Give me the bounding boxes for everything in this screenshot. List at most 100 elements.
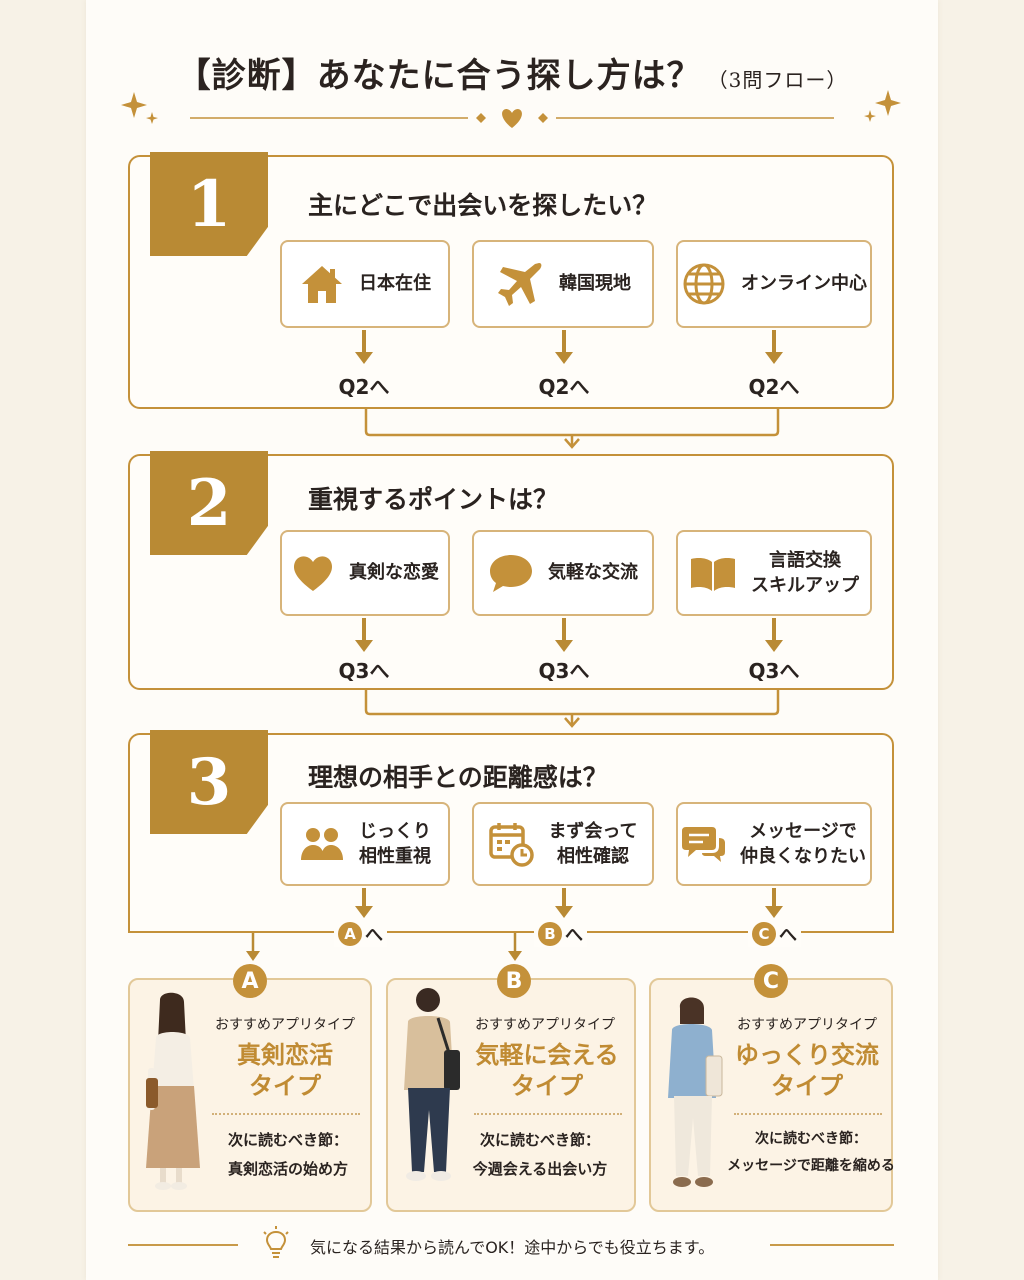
- letter-b-badge: B: [538, 922, 562, 946]
- result-b-divider: [474, 1113, 622, 1115]
- result-c-divider: [734, 1113, 882, 1115]
- result-c-type-line2: タイプ: [771, 1072, 843, 1101]
- q3-option-a[interactable]: じっくり相性重視: [280, 802, 450, 886]
- result-c-label: おすすめアプリタイプ: [737, 1017, 877, 1033]
- q1-arrow-1: [355, 330, 373, 364]
- q1-option-japan[interactable]: 日本在住: [280, 240, 450, 328]
- to-result-b-arrow: [508, 933, 522, 961]
- lightbulb-icon: [263, 1226, 289, 1258]
- footer-line-right: [770, 1244, 894, 1246]
- q2-option-language-line1: 言語交換: [769, 549, 841, 571]
- result-c-read-label: 次に読むべき節：: [755, 1131, 867, 1147]
- result-a-read: 次に読むべき節：真剣恋活の始め方: [188, 1126, 388, 1183]
- q1-option-online[interactable]: オンライン中心: [676, 240, 872, 328]
- book-icon: [691, 558, 735, 591]
- q1-next-1: Q2へ: [338, 375, 390, 399]
- q1-next-2: Q2へ: [538, 375, 590, 399]
- result-a-type-line1: 真剣恋活: [237, 1041, 333, 1069]
- question-1-text: 主にどこで出会いを探したい？: [308, 191, 658, 220]
- q3-option-a-line2: 相性重視: [359, 846, 431, 867]
- q3-next-a-suffix: へ: [365, 925, 383, 946]
- q3-option-c[interactable]: メッセージで仲良くなりたい: [676, 802, 872, 886]
- q2-next-2: Q3へ: [538, 659, 590, 683]
- man-bag-figure: [404, 988, 460, 1181]
- result-b-read: 次に読むべき節： 今週会える出会い方: [440, 1126, 640, 1183]
- result-a-divider: [212, 1113, 360, 1115]
- footer-text: 気になる結果から読んでOK！途中からでも役立ちます。: [310, 1238, 715, 1257]
- result-b-badge: B: [497, 964, 531, 998]
- q3-option-b-line2: 相性確認: [556, 846, 629, 867]
- q2-option-casual[interactable]: 気軽な交流: [472, 530, 654, 616]
- result-b-label: おすすめアプリタイプ: [475, 1017, 615, 1033]
- globe-icon: [683, 263, 725, 305]
- result-c-read: 次に読むべき節： メッセージで距離を縮める: [706, 1126, 916, 1179]
- letter-a-badge: A: [338, 922, 362, 946]
- q2-arrow-3: [765, 618, 783, 652]
- result-a-read-label: 次に読むべき節：: [227, 1131, 348, 1149]
- q3-arrow-1: [355, 888, 373, 918]
- q1-next-3: Q2へ: [748, 375, 800, 399]
- question-1-number: 1: [150, 152, 268, 256]
- result-b-type: 気軽に会えるタイプ: [452, 1040, 642, 1102]
- calendar-clock-icon: [489, 823, 535, 867]
- q2-option-serious-label: 真剣な恋愛: [349, 562, 439, 584]
- result-a-type: 真剣恋活タイプ: [190, 1040, 380, 1102]
- q2-arrow-2: [555, 618, 573, 652]
- q3-option-c-line2: 仲良くなりたい: [740, 846, 866, 867]
- house-icon: [302, 266, 342, 303]
- q3-option-a-line1: じっくり: [359, 820, 431, 842]
- q2-to-q3-connector: [364, 690, 780, 728]
- page-title: 【診断】あなたに合う探し方は？（3問フロー）: [0, 48, 1024, 97]
- result-b-read-target: 今週会える出会い方: [472, 1159, 608, 1178]
- result-a-type-line2: タイプ: [249, 1072, 321, 1101]
- question-2-number: 2: [150, 451, 268, 555]
- q2-next-1: Q3へ: [338, 659, 390, 683]
- q2-next-3: Q3へ: [748, 659, 800, 683]
- to-result-a-arrow: [246, 933, 260, 961]
- title-main: 【診断】あなたに合う探し方は？: [176, 56, 702, 96]
- q1-arrow-3: [765, 330, 783, 364]
- heart-icon: [293, 556, 333, 591]
- result-a-badge: A: [233, 964, 267, 998]
- sparkle-left-icon: [121, 92, 158, 124]
- q2-option-serious[interactable]: 真剣な恋愛: [280, 530, 450, 616]
- q2-option-casual-label: 気軽な交流: [548, 562, 638, 584]
- chat-icon: [682, 827, 725, 862]
- q3-option-a-label: じっくり相性重視: [359, 819, 431, 869]
- speech-bubble-icon: [490, 555, 532, 592]
- q3-option-b[interactable]: まず会って相性確認: [472, 802, 654, 886]
- q2-option-language-line2: スキルアップ: [751, 575, 859, 596]
- result-b-type-line2: タイプ: [511, 1072, 583, 1101]
- result-b-read-label: 次に読むべき節：: [479, 1131, 600, 1149]
- q3-arrow-2: [555, 888, 573, 918]
- sparkle-right-icon: [864, 90, 901, 122]
- woman-short-hair-figure: [668, 997, 723, 1187]
- q3-option-c-line1: メッセージで: [749, 820, 857, 842]
- airplane-icon: [498, 263, 542, 306]
- question-2-text: 重視するポイントは？: [308, 485, 559, 514]
- footer-line-left: [128, 1244, 238, 1246]
- question-3-text: 理想の相手との距離感は？: [308, 763, 608, 792]
- result-c-card[interactable]: [649, 978, 893, 1212]
- result-c-type-line1: ゆっくり交流: [735, 1041, 879, 1069]
- result-c-read-target: メッセージで距離を縮める: [727, 1157, 895, 1174]
- q2-arrow-1: [355, 618, 373, 652]
- q2-option-language-label: 言語交換スキルアップ: [751, 548, 859, 598]
- q1-option-online-label: オンライン中心: [741, 273, 867, 295]
- q1-option-japan-label: 日本在住: [359, 273, 431, 295]
- q2-option-language[interactable]: 言語交換スキルアップ: [676, 530, 872, 616]
- q3-option-b-line1: まず会って: [548, 820, 638, 842]
- q1-option-korea[interactable]: 韓国現地: [472, 240, 654, 328]
- q1-option-korea-label: 韓国現地: [559, 273, 631, 295]
- letter-c-badge: C: [752, 922, 776, 946]
- q3-arrow-3: [765, 888, 783, 918]
- heart-ornament-icon: [502, 109, 522, 128]
- q1-to-q2-connector: [364, 409, 780, 449]
- woman-long-hair-figure: [146, 992, 200, 1190]
- result-b-type-line1: 気軽に会える: [475, 1041, 619, 1069]
- people-icon: [301, 828, 343, 860]
- q1-arrow-2: [555, 330, 573, 364]
